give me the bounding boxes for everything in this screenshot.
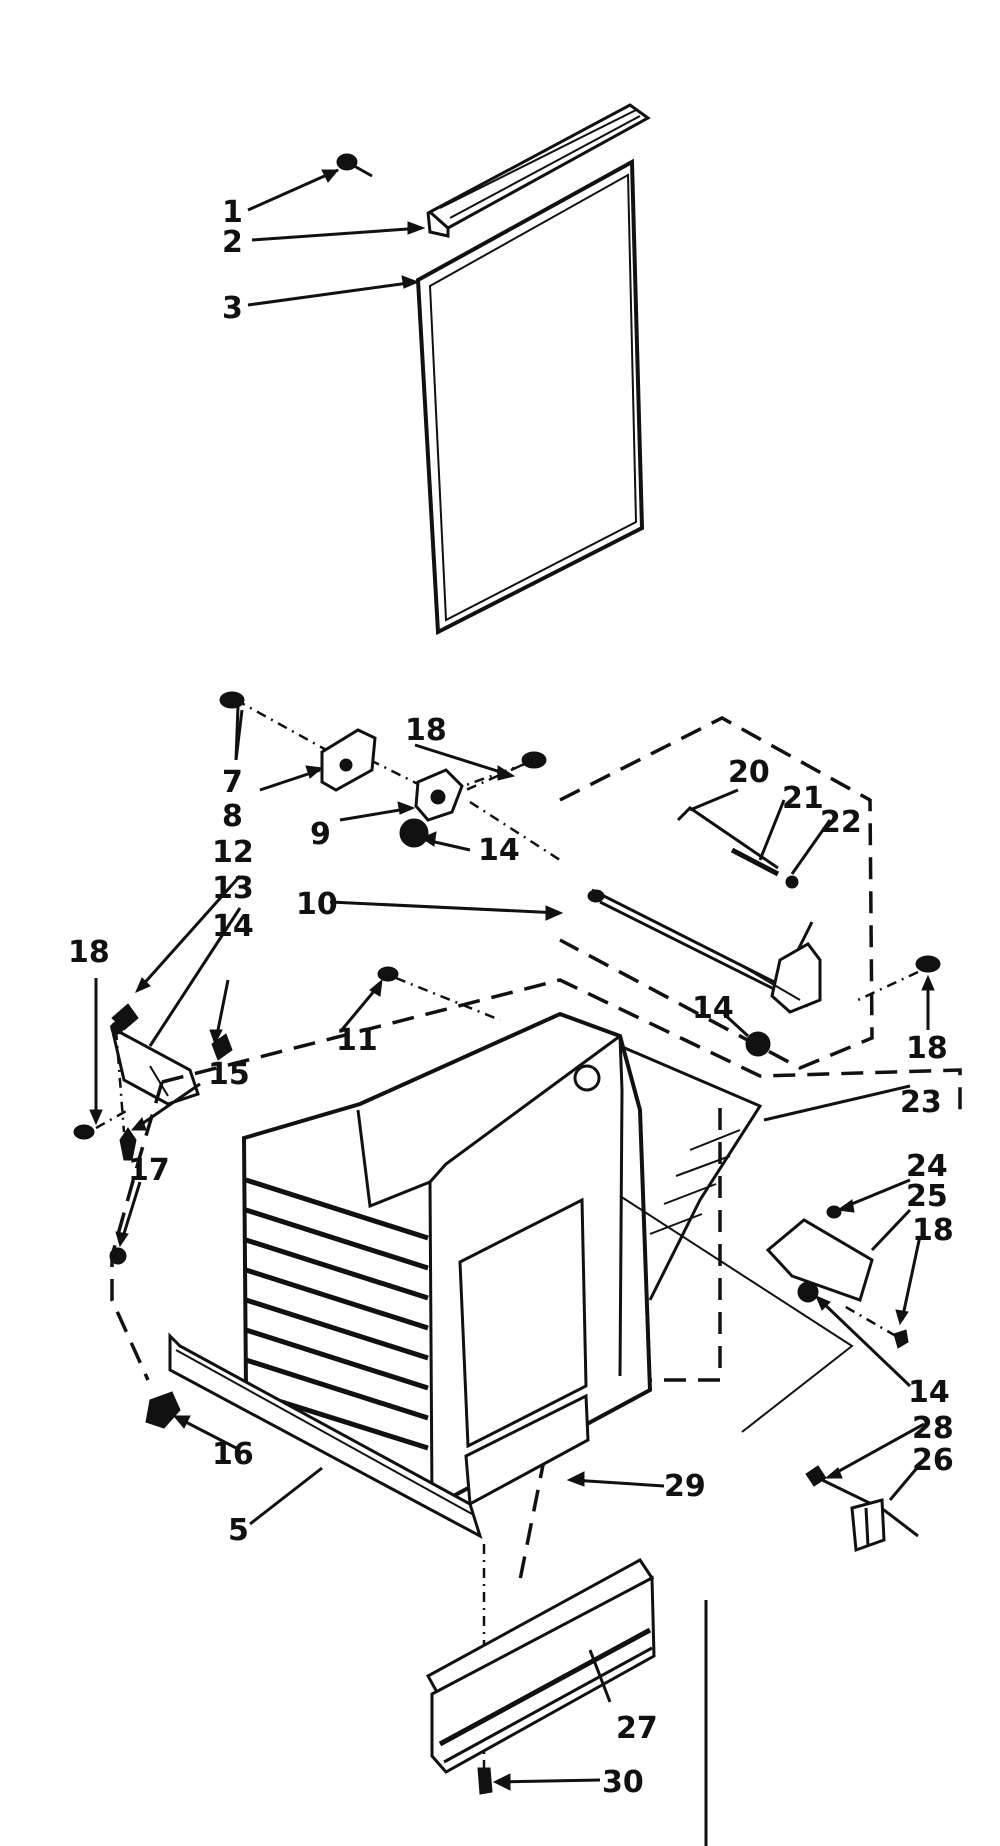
door-trim-part-2 bbox=[426, 103, 651, 238]
top-panel-assembly bbox=[219, 691, 941, 1070]
rail-part-27 bbox=[425, 1558, 656, 1774]
insulation-ribs bbox=[245, 1177, 429, 1451]
door-panel-part-3 bbox=[415, 158, 645, 636]
label-part-29: 29 bbox=[664, 1469, 706, 1504]
leader-2 bbox=[251, 226, 423, 242]
screw-part-18-right bbox=[915, 955, 941, 973]
label-part-15: 15 bbox=[208, 1057, 250, 1092]
label-part-13: 13 bbox=[212, 871, 254, 906]
label-part-14: 14 bbox=[908, 1375, 950, 1410]
cover-plate-part-25 bbox=[765, 1218, 874, 1302]
label-part-9: 9 bbox=[310, 817, 331, 852]
screw-part-18-left bbox=[73, 1124, 95, 1140]
label-part-14: 14 bbox=[478, 833, 520, 868]
label-part-18: 18 bbox=[405, 713, 447, 748]
label-part-16: 16 bbox=[212, 1437, 254, 1472]
screw-part-17 bbox=[109, 1247, 127, 1265]
foot-part-16 bbox=[145, 1391, 181, 1429]
knob-part-14-right bbox=[745, 1031, 771, 1057]
bottom-rail-assembly bbox=[425, 1544, 708, 1846]
label-part-11: 11 bbox=[336, 1023, 378, 1058]
label-part-21: 21 bbox=[782, 781, 824, 816]
label-part-14: 14 bbox=[692, 991, 734, 1026]
label-part-25: 25 bbox=[906, 1179, 948, 1214]
side-bracket-assembly bbox=[73, 875, 242, 1161]
screw-part-30 bbox=[477, 1767, 493, 1795]
label-part-22: 22 bbox=[820, 805, 862, 840]
screw-part-11 bbox=[377, 966, 399, 982]
label-part-18: 18 bbox=[68, 935, 110, 970]
label-part-7: 7 bbox=[222, 765, 243, 800]
hinge-bracket-part-8 bbox=[320, 728, 377, 792]
label-part-23: 23 bbox=[900, 1085, 942, 1120]
label-part-8: 8 bbox=[222, 799, 243, 834]
label-part-26: 26 bbox=[912, 1443, 954, 1478]
label-part-17: 17 bbox=[128, 1153, 170, 1188]
leader-3 bbox=[247, 280, 417, 307]
label-part-18: 18 bbox=[906, 1031, 948, 1066]
screw-part-18-lower bbox=[843, 1304, 909, 1349]
cabinet-assembly bbox=[109, 966, 962, 1581]
top-panel-part-10 bbox=[559, 716, 874, 1070]
label-part-24: 24 bbox=[906, 1149, 948, 1184]
label-part-14: 14 bbox=[212, 909, 254, 944]
label-part-2: 2 bbox=[222, 225, 243, 260]
leader-1 bbox=[247, 168, 339, 212]
bracket-part-26 bbox=[850, 1498, 886, 1553]
screw-part-15 bbox=[119, 1127, 137, 1161]
label-part-5: 5 bbox=[228, 1513, 249, 1548]
screw-part-1 bbox=[336, 153, 373, 178]
knob-part-14 bbox=[399, 818, 429, 848]
label-part-12: 12 bbox=[212, 835, 254, 870]
base-rail-part-5 bbox=[168, 1332, 483, 1540]
label-part-27: 27 bbox=[616, 1711, 658, 1746]
door-assembly bbox=[247, 103, 651, 636]
screw-part-24 bbox=[826, 1205, 842, 1219]
latch-part-9 bbox=[414, 768, 464, 822]
label-part-3: 3 bbox=[222, 291, 243, 326]
part-number-labels: 1 2 3 7 8 18 9 14 10 12 13 14 18 20 21 2… bbox=[68, 195, 954, 1800]
label-part-18: 18 bbox=[912, 1213, 954, 1248]
label-part-30: 30 bbox=[602, 1765, 644, 1800]
label-part-20: 20 bbox=[728, 755, 770, 790]
screw-part-18-top bbox=[465, 751, 547, 792]
label-part-28: 28 bbox=[912, 1411, 954, 1446]
label-part-1: 1 bbox=[222, 195, 243, 230]
bracket-part-13 bbox=[109, 1021, 200, 1106]
cabinet-body bbox=[241, 1011, 763, 1507]
label-part-10: 10 bbox=[296, 887, 338, 922]
nut-part-14-lower bbox=[797, 1281, 819, 1303]
